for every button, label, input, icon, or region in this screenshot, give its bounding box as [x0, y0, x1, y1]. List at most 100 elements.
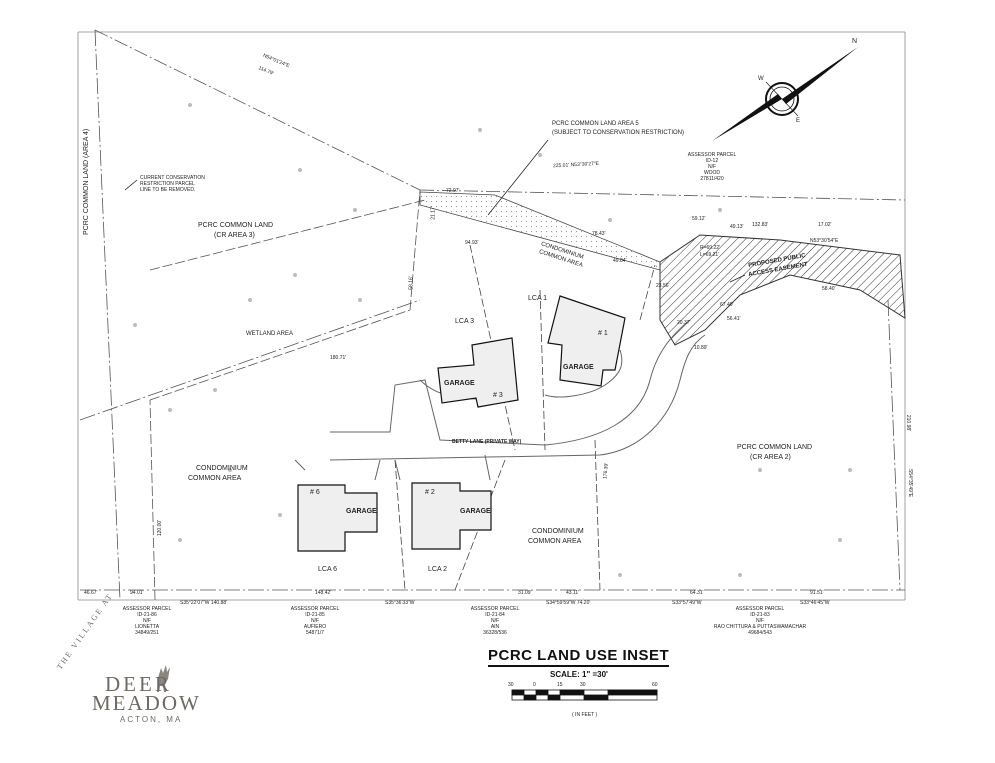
house-1-garage: GARAGE [563, 364, 594, 371]
house-3 [437, 337, 519, 408]
dim-b-4667: 46.67' [84, 590, 98, 596]
scale-tick-60: 60 [652, 682, 658, 688]
pcrc-cr3-label-1: PCRC COMMON LAND [198, 222, 274, 229]
scale-tick-30b: 30 [580, 682, 586, 688]
dim-4984: 49.84' [613, 258, 627, 264]
logo-line1: DEER [105, 672, 172, 696]
house-2-garage: GARAGE [460, 508, 491, 515]
dim-b-6431: 64.31' [690, 590, 704, 596]
scale-tick-0: 0 [533, 682, 536, 688]
condo-bottom-label-1: CONDOMINIUM [532, 528, 584, 535]
pcrc-area5-label-1: PCRC COMMON LAND AREA 5 [552, 121, 639, 127]
dim-18071: 180.71' [330, 355, 347, 361]
dim-5641: 56.41' [727, 316, 741, 322]
deer-logo-mark [157, 665, 170, 692]
condo-left-label-2: COMMON AREA [188, 475, 242, 482]
dim-right-dist: 210.98' [905, 414, 912, 432]
assessor-85-1: ASSESSOR PARCEL [290, 606, 340, 612]
assessor-83-1: ASSESSOR PARCEL [735, 606, 785, 612]
north-arrow [712, 47, 858, 141]
scale-tick-30a: 30 [508, 682, 514, 688]
conservation-note-1: CURRENT CONSERVATION [140, 175, 205, 181]
buildings [297, 295, 626, 552]
assessor-85-3: N/F [310, 618, 320, 624]
dim-1702: 17.02' [818, 222, 832, 228]
lca-3-label: LCA 3 [455, 318, 475, 325]
scale-tick-15: 15 [557, 682, 563, 688]
dim-13283: 132.83' [752, 222, 769, 228]
dim-b-3109: 31.09' [518, 590, 532, 596]
dim-b-4311: 43.11' [566, 590, 580, 596]
tree-symbols [133, 103, 852, 577]
compass-e: E [796, 118, 801, 124]
assessor-84-1: ASSESSOR PARCEL [470, 606, 520, 612]
condo-bottom-label-2: COMMON AREA [528, 538, 582, 545]
assessor-84-5: 36328/536 [483, 630, 507, 636]
dim-12000: 120.00' [157, 519, 164, 537]
assessor-85-4: AUFIERO [303, 624, 327, 630]
house-3-number: # 3 [493, 392, 503, 399]
assessor-84-3: N/F [490, 618, 500, 624]
house-6-garage: GARAGE [346, 508, 377, 515]
pcrc-area5-label-2: (SUBJECT TO CONSERVATION RESTRICTION) [552, 130, 685, 136]
assessor-85-5: 54871/7 [305, 630, 325, 636]
assessor-86-3: N/F [142, 618, 152, 624]
dim-b-9151: 91.51' [810, 590, 824, 596]
assessor-86-4: LIONETTA [134, 624, 160, 630]
assessor-86-1: ASSESSOR PARCEL [122, 606, 172, 612]
scale-bar [511, 689, 658, 701]
dim-7297: 72.97' [446, 188, 460, 194]
assessor-83-4: RAO CHITTURA & PUTTASWAMACHAR [713, 624, 807, 630]
condo-left-label-1: CONDOMINIUM [196, 465, 248, 472]
pcrc-area4-label: PCRC COMMON LAND (AREA 4) [83, 128, 90, 235]
dim-5912: 59.12' [692, 216, 706, 222]
pcrc-cr2-label-2: (CR AREA 2) [750, 454, 791, 461]
dim-2117: 21.17' [430, 206, 437, 220]
dim-5840: 58.40' [822, 286, 836, 292]
dim-l: L=69.21' [700, 252, 720, 258]
dim-b-s35: S35°22'07"W 140.88' [180, 600, 228, 606]
conservation-leader [124, 179, 138, 191]
scale-unit: ( IN FEET ) [572, 712, 598, 718]
assessor-top-4: WOOD [703, 170, 721, 176]
house-2 [411, 482, 492, 550]
dim-b-14842: 148.42' [315, 590, 332, 596]
assessor-86-2: ID-21-86 [137, 612, 157, 618]
easement-leader [729, 274, 746, 283]
logo-line2: MEADOW [92, 691, 201, 715]
dim-9493: 94.93' [465, 240, 479, 246]
dim-r: R=69.22' [700, 245, 720, 251]
conservation-note-3: LINE TO BE REMOVED. [140, 187, 196, 193]
pcrc-cr2-label-1: PCRC COMMON LAND [737, 444, 813, 451]
house-3-garage: GARAGE [444, 380, 475, 387]
compass-w: W [758, 76, 764, 82]
wetland-label: WETLAND AREA [246, 331, 294, 337]
lca-1-label: LCA 1 [528, 295, 548, 302]
dim-4913: 49.13' [730, 224, 744, 230]
lca-2-label: LCA 2 [428, 566, 448, 573]
dim-b-s33b: S33°46'45"W [800, 600, 830, 606]
dim-b-9401: 94.01' [130, 590, 144, 596]
dim-6740: 67.40' [720, 302, 734, 308]
map-title: PCRC LAND USE INSET [488, 647, 670, 667]
dim-5816: 58.16' [408, 276, 415, 290]
assessor-top-1: ASSESSOR PARCEL [687, 152, 737, 158]
assessor-83-5: 49684/543 [748, 630, 772, 636]
road-label: BETTY LANE (PRIVATE WAY) [452, 439, 522, 445]
dim-b-s35b: S35°36'33"W [385, 600, 415, 606]
house-6 [297, 484, 378, 552]
dim-right-s54: S54°35'49"E [907, 468, 914, 498]
property-boundaries [79, 29, 906, 601]
dim-b-s33: S33°57'49"W [672, 600, 702, 606]
road-betty-lane [294, 319, 706, 481]
pcrc-cr3-label-2: (CR AREA 3) [214, 232, 255, 239]
assessor-83-3: N/F [755, 618, 765, 624]
dim-b-s34: S34°59'59"W 74.20' [546, 600, 591, 606]
compass-n: N [852, 38, 858, 45]
dim-2037: 20.37' [677, 320, 691, 326]
map-scale: SCALE: 1" =30' [550, 670, 608, 679]
assessor-83-2: ID-21-83 [750, 612, 770, 618]
assessor-top-5: 27811/420 [700, 176, 724, 182]
